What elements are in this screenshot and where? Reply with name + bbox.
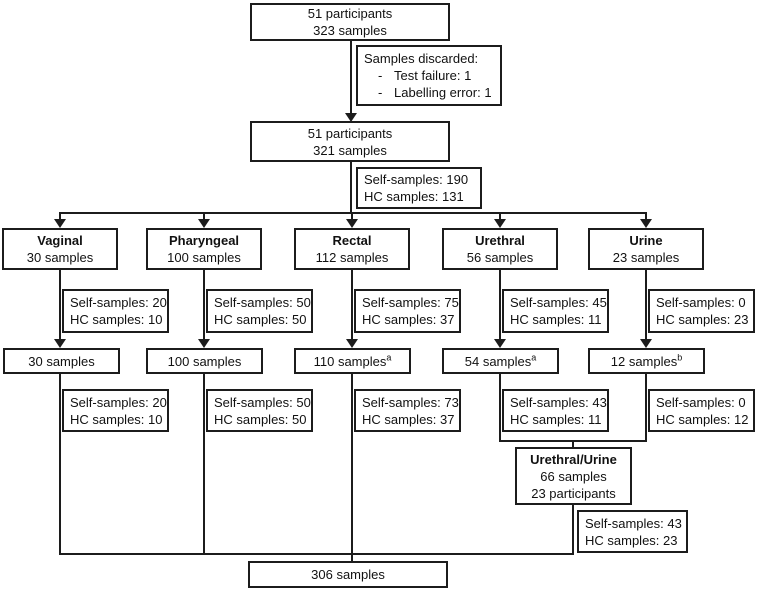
type-total: 30 samples xyxy=(26,250,94,265)
self-samples: Self-samples: 43 xyxy=(510,394,607,410)
arrowhead-rectal-included xyxy=(346,339,358,348)
split-before-urethral: Self-samples: 45 HC samples: 11 xyxy=(502,289,609,333)
type-box-vaginal: Vaginal 30 samples xyxy=(2,228,118,270)
arrowhead-vaginal xyxy=(54,219,66,228)
type-box-urethral: Urethral 56 samples xyxy=(442,228,558,270)
included-box-pharyngeal: 100 samples xyxy=(146,348,263,374)
self-samples: Self-samples: 73 xyxy=(362,394,459,410)
merged-samples: 66 samples xyxy=(540,468,607,484)
total-box: 306 samples xyxy=(248,561,448,588)
arrowhead-urethral-included xyxy=(494,339,506,348)
split-after-rectal: Self-samples: 73 HC samples: 37 xyxy=(354,389,461,432)
self-samples: Self-samples: 75 xyxy=(362,295,459,310)
type-total: 56 samples xyxy=(466,250,534,265)
hc-samples: HC samples: 37 xyxy=(362,411,455,427)
included-box-urethral: 54 samplesa xyxy=(442,348,559,374)
included-label: 100 samples xyxy=(167,353,242,369)
after-discard-samples: 321 samples xyxy=(313,142,387,158)
self-samples: Self-samples: 0 xyxy=(656,394,746,410)
split-before-rectal: Self-samples: 75 HC samples: 37 xyxy=(354,289,461,333)
hc-samples: HC samples: 50 xyxy=(214,312,307,327)
hc-samples: HC samples: 50 xyxy=(214,411,307,427)
self-samples: Self-samples: 45 xyxy=(510,295,607,310)
split-after-vaginal: Self-samples: 20 HC samples: 10 xyxy=(62,389,169,432)
type-total: 112 samples xyxy=(315,250,389,265)
overall-split-box: Self-samples: 190 HC samples: 131 xyxy=(356,167,482,209)
split-before-urine: Self-samples: 0 HC samples: 23 xyxy=(648,289,755,333)
discarded-item: - Test failure: 1 xyxy=(364,67,471,84)
type-box-rectal: Rectal 112 samples xyxy=(294,228,410,270)
split-before-pharyngeal: Self-samples: 50 HC samples: 50 xyxy=(206,289,313,333)
merged-split-box: Self-samples: 43 HC samples: 23 xyxy=(577,510,688,553)
discarded-item: - Labelling error: 1 xyxy=(364,84,492,101)
arrowhead-pharyngeal xyxy=(198,219,210,228)
included-label: 12 samplesb xyxy=(610,352,683,369)
merged-box-urethral-urine: Urethral/Urine 66 samples 23 participant… xyxy=(515,447,632,505)
hc-samples: HC samples: 10 xyxy=(70,411,163,427)
self-samples: Self-samples: 50 xyxy=(214,394,311,410)
included-box-rectal: 110 samplesa xyxy=(294,348,411,374)
hc-samples: HC samples: 23 xyxy=(656,312,749,327)
self-samples: Self-samples: 50 xyxy=(214,295,311,310)
type-total: 23 samples xyxy=(612,250,680,265)
included-label: 110 samplesa xyxy=(313,352,392,369)
hc-samples: HC samples: 23 xyxy=(585,532,678,548)
discarded-title: Samples discarded: xyxy=(364,51,479,66)
enrollment-box: 51 participants 323 samples xyxy=(250,3,450,41)
type-box-urine: Urine 23 samples xyxy=(588,228,704,270)
split-after-urine: Self-samples: 0 HC samples: 12 xyxy=(648,389,755,432)
arrowhead-pharyngeal-included xyxy=(198,339,210,348)
footnote-marker: a xyxy=(531,352,537,363)
discarded-item-text: Test failure: 1 xyxy=(394,68,472,83)
overall-self-samples: Self-samples: 190 xyxy=(364,172,469,187)
arrowhead-rectal xyxy=(346,219,358,228)
enrollment-samples: 323 samples xyxy=(313,23,387,38)
hc-samples: HC samples: 37 xyxy=(362,312,455,327)
footnote-marker: a xyxy=(386,352,392,363)
self-samples: Self-samples: 0 xyxy=(656,295,746,310)
self-samples: Self-samples: 20 xyxy=(70,295,167,310)
type-name: Vaginal xyxy=(37,233,83,248)
dash-bullet: - xyxy=(378,85,383,100)
self-samples: Self-samples: 20 xyxy=(70,394,167,410)
discarded-box: Samples discarded: - Test failure: 1 - L… xyxy=(356,45,502,106)
included-label: 54 samplesa xyxy=(464,352,537,369)
merged-participants: 23 participants xyxy=(531,485,616,501)
total-samples: 306 samples xyxy=(311,567,385,582)
included-box-urine: 12 samplesb xyxy=(588,348,705,374)
split-after-pharyngeal: Self-samples: 50 HC samples: 50 xyxy=(206,389,313,432)
after-discard-participants: 51 participants xyxy=(307,125,393,141)
arrowhead-urine-included xyxy=(640,339,652,348)
arrowhead-vaginal-included xyxy=(54,339,66,348)
after-discard-box: 51 participants 321 samples xyxy=(250,121,450,162)
dash-bullet: - xyxy=(378,68,383,83)
discarded-item-text: Labelling error: 1 xyxy=(394,85,492,100)
merged-title: Urethral/Urine xyxy=(530,451,617,467)
type-name: Pharyngeal xyxy=(168,233,240,248)
included-label: 30 samples xyxy=(28,353,95,369)
footnote-marker: b xyxy=(677,352,683,363)
self-samples: Self-samples: 43 xyxy=(585,515,682,531)
arrowhead-after-discard xyxy=(345,113,357,122)
type-name: Rectal xyxy=(332,233,372,248)
included-box-vaginal: 30 samples xyxy=(3,348,120,374)
hc-samples: HC samples: 11 xyxy=(510,312,602,327)
overall-hc-samples: HC samples: 131 xyxy=(364,189,464,204)
type-name: Urine xyxy=(629,233,663,248)
split-after-urethral: Self-samples: 43 HC samples: 11 xyxy=(502,389,609,432)
hc-samples: HC samples: 12 xyxy=(656,411,749,427)
split-before-vaginal: Self-samples: 20 HC samples: 10 xyxy=(62,289,169,333)
type-box-pharyngeal: Pharyngeal 100 samples xyxy=(146,228,262,270)
enrollment-participants: 51 participants xyxy=(307,6,393,21)
hc-samples: HC samples: 11 xyxy=(510,411,602,427)
hc-samples: HC samples: 10 xyxy=(70,312,163,327)
type-total: 100 samples xyxy=(167,250,241,265)
arrowhead-urine xyxy=(640,219,652,228)
arrowhead-urethral xyxy=(494,219,506,228)
type-name: Urethral xyxy=(475,233,525,248)
